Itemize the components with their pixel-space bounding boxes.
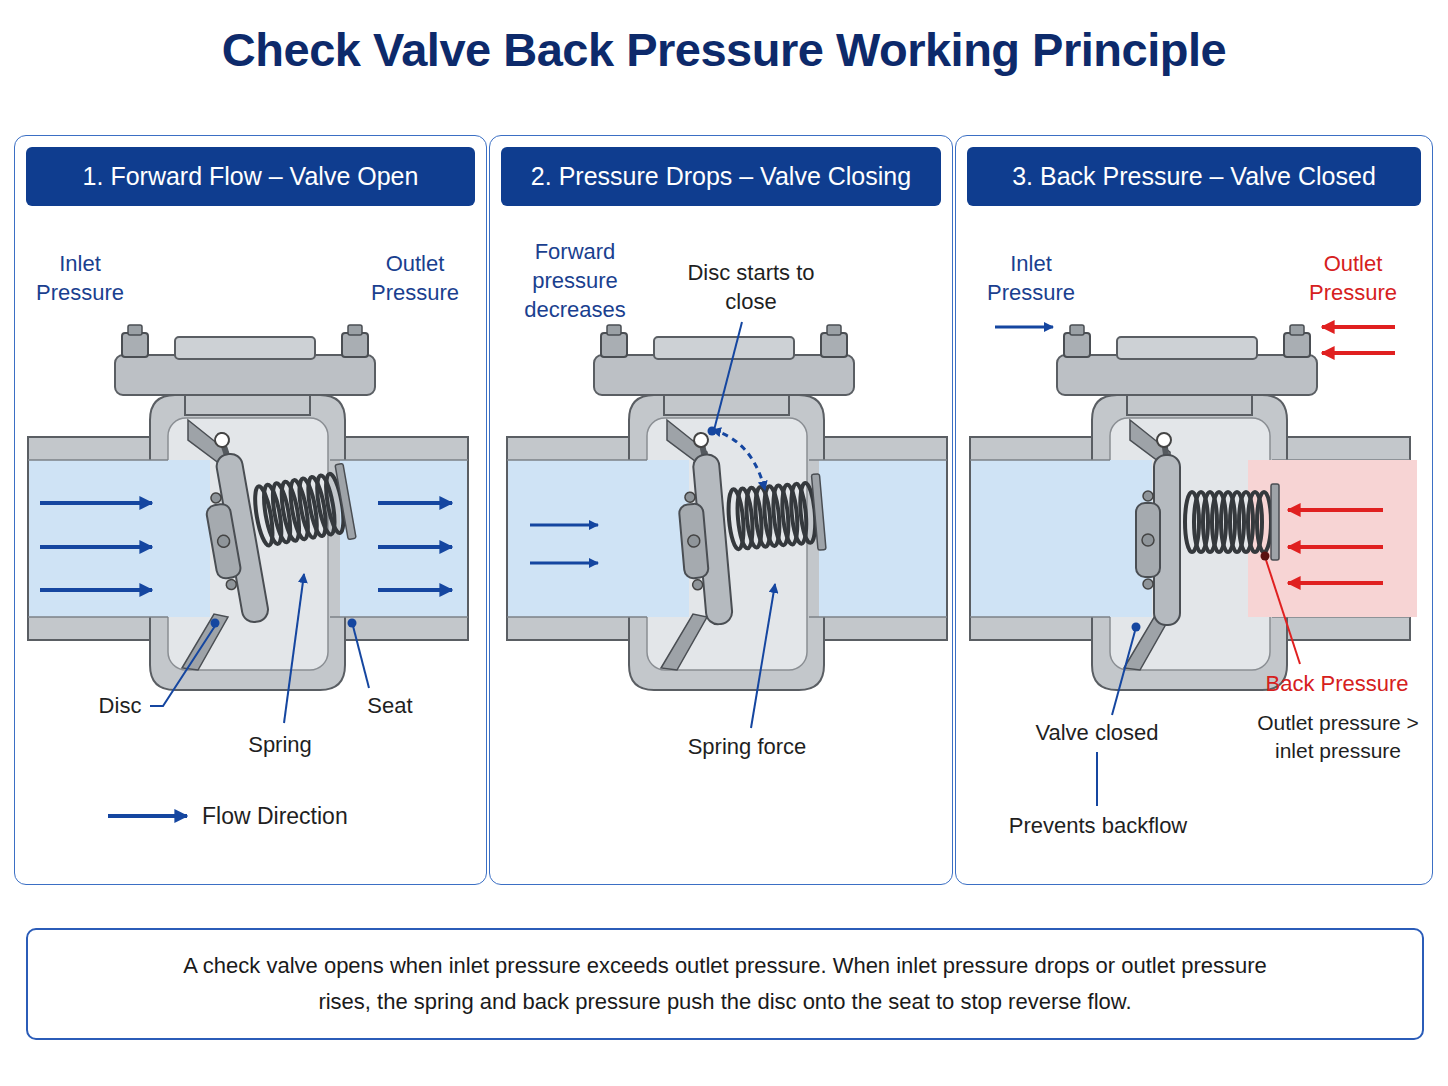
part-label: Outlet Pressure <box>355 249 475 307</box>
leader-dots <box>211 427 1270 632</box>
part-label: Spring force <box>688 732 807 761</box>
part-label: Disc <box>99 691 142 720</box>
back-pressure-arrows <box>1288 327 1395 583</box>
flow-arrows <box>378 545 452 549</box>
legend-entry: Flow Direction <box>202 803 348 830</box>
valve-open <box>28 325 468 690</box>
part-label: Back Pressure <box>1265 669 1408 698</box>
page-title: Check Valve Back Pressure Working Princi… <box>0 22 1448 77</box>
valve-body <box>28 325 468 690</box>
stage-panel: 1. Forward Flow – Valve Open <box>14 135 487 885</box>
leader-lines <box>150 322 1135 806</box>
back-pressure-arrows <box>1322 325 1395 329</box>
valve-disc <box>672 423 831 627</box>
back-pressure-arrows <box>1322 351 1395 355</box>
flow-arrows <box>40 327 1053 816</box>
flow-arrows <box>530 562 598 565</box>
part-label: Disc starts to close <box>686 258 816 316</box>
leader-lines <box>284 574 304 723</box>
leader-dots <box>348 619 357 628</box>
back-pressure-arrows <box>1288 581 1383 585</box>
leader-lines <box>751 584 775 728</box>
flow-arrows <box>378 588 452 592</box>
part-label: Prevents backflow <box>1009 811 1188 840</box>
stage-panel: 3. Back Pressure – Valve Closed <box>955 135 1433 885</box>
part-label: Forward pressure decreases <box>510 237 640 324</box>
caption-box: A check valve opens when inlet pressure … <box>26 928 1424 1040</box>
part-label: Spring <box>248 730 312 759</box>
leader-dots <box>1261 552 1270 561</box>
part-label: Outlet Pressure <box>1293 249 1413 307</box>
leader-lines <box>150 626 215 706</box>
leader-lines <box>1096 752 1098 806</box>
panel-header-band: 1. Forward Flow – Valve Open <box>26 147 475 206</box>
panel-header-band: 3. Back Pressure – Valve Closed <box>967 147 1421 206</box>
back-pressure-arrows <box>1288 508 1383 512</box>
valve-disc <box>193 413 367 627</box>
flow-arrows <box>995 326 1053 329</box>
valve-closed <box>970 325 1417 690</box>
panel-heading: 1. Forward Flow – Valve Open <box>83 162 419 191</box>
caption-text: A check valve opens when inlet pressure … <box>155 948 1295 1021</box>
flow-arrows <box>108 814 187 818</box>
part-label: Inlet Pressure <box>25 249 135 307</box>
panel-heading: 2. Pressure Drops – Valve Closing <box>531 162 911 191</box>
flow-arrows <box>40 501 152 505</box>
flow-arrows <box>530 524 598 527</box>
legend-text: Flow Direction <box>202 803 348 829</box>
back-pressure-arrows <box>1288 545 1383 549</box>
part-label: Inlet Pressure <box>976 249 1086 307</box>
flow-arrows <box>378 501 452 505</box>
leader-lines <box>1112 631 1135 715</box>
panel-header-band: 2. Pressure Drops – Valve Closing <box>501 147 941 206</box>
valve-disc <box>1136 433 1279 625</box>
leader-lines <box>353 626 369 688</box>
part-label: Valve closed <box>1035 718 1158 747</box>
leader-dots <box>708 427 717 436</box>
panel-heading: 3. Back Pressure – Valve Closed <box>1012 162 1376 191</box>
leader-lines <box>713 322 742 434</box>
flow-arrows <box>40 545 152 549</box>
leader-dots <box>211 619 220 628</box>
part-label: Outlet pressure > inlet pressure <box>1238 709 1438 764</box>
part-label: Seat <box>367 691 412 720</box>
leader-line <box>1266 560 1300 664</box>
flow-arrows <box>40 588 152 592</box>
leader-dots <box>1132 623 1141 632</box>
closing-motion-arrow <box>712 430 765 490</box>
